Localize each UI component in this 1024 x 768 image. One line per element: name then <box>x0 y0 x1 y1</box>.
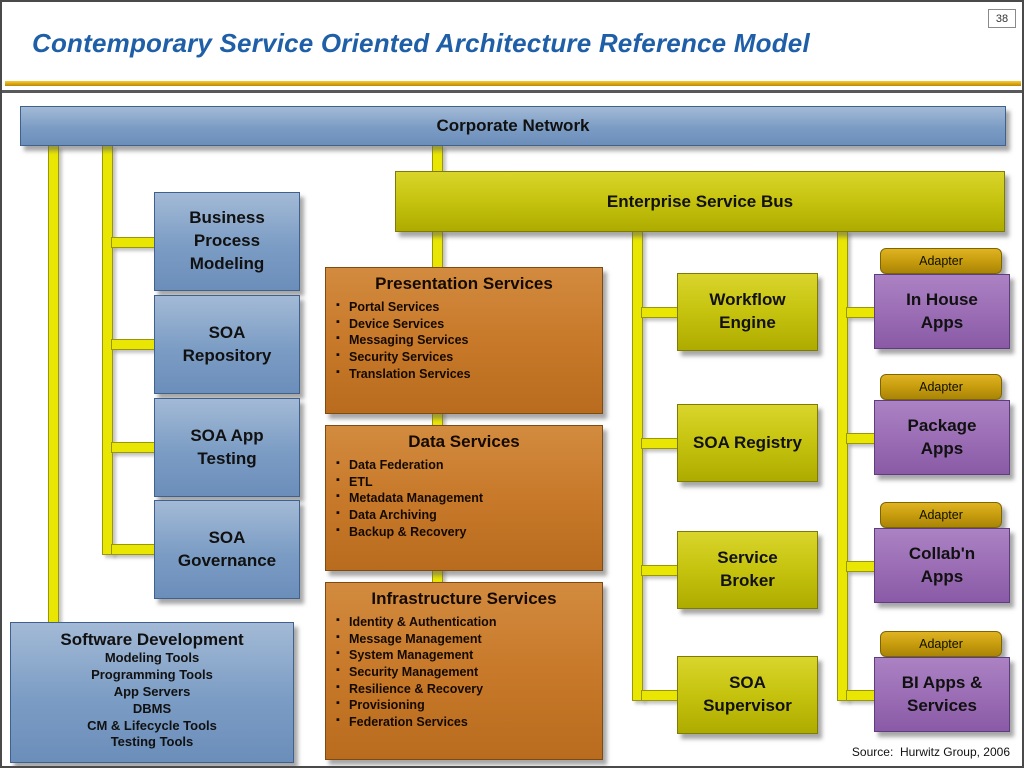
connector-corporate-to-software-dev <box>48 145 59 623</box>
service-item: Federation Services <box>336 713 594 731</box>
software-development-item: CM & Lifecycle Tools <box>87 717 217 733</box>
software-development-item: Testing Tools <box>110 734 194 750</box>
connector-tools-stub-1 <box>111 237 155 248</box>
connector-tools-stub-3 <box>111 442 155 453</box>
box-software-development: Software Development Modeling Tools Prog… <box>10 622 294 763</box>
service-item: ETL <box>336 473 594 491</box>
box-soa-app-testing: SOA App Testing <box>154 398 300 497</box>
software-development-item: Modeling Tools <box>104 650 200 665</box>
title-rule-gold <box>5 81 1021 86</box>
adapter-tab: Adapter <box>880 374 1002 400</box>
service-item: Backup & Recovery <box>336 523 594 541</box>
software-development-item: App Servers <box>113 683 191 699</box>
connector-app-stub-3 <box>846 561 875 572</box>
data-services-title: Data Services <box>408 432 520 451</box>
service-item: Metadata Management <box>336 489 594 507</box>
title-rule-dark <box>2 90 1022 93</box>
box-bi-apps-services: BI Apps & Services <box>874 657 1010 732</box>
box-soa-supervisor: SOA Supervisor <box>677 656 818 734</box>
service-item: Data Archiving <box>336 506 594 524</box>
box-in-house-apps: In House Apps <box>874 274 1010 349</box>
connector-corporate-to-tools <box>102 145 113 555</box>
box-collabn-apps: Collab'n Apps <box>874 528 1010 603</box>
presentation-services-title: Presentation Services <box>375 274 553 293</box>
connector-corporate-to-esb <box>432 145 443 173</box>
slide-title: Contemporary Service Oriented Architectu… <box>32 28 810 58</box>
connector-app-stub-4 <box>846 690 875 701</box>
service-item: Device Services <box>336 315 594 333</box>
software-development-item: Programming Tools <box>91 666 213 682</box>
connector-esb-to-components <box>632 230 643 701</box>
service-item: Identity & Authentication <box>336 613 594 631</box>
adapter-tab: Adapter <box>880 502 1002 528</box>
adapter-tab: Adapter <box>880 631 1002 657</box>
box-soa-governance: SOA Governance <box>154 500 300 599</box>
box-workflow-engine: Workflow Engine <box>677 273 818 351</box>
service-item: Portal Services <box>336 298 594 316</box>
connector-app-stub-2 <box>846 433 875 444</box>
connector-esb-to-apps <box>837 230 848 701</box>
software-development-item: DBMS <box>132 700 172 716</box>
service-item: Message Management <box>336 630 594 648</box>
enterprise-service-bus-bar: Enterprise Service Bus <box>395 171 1005 232</box>
software-development-title: Software Development <box>60 630 244 649</box>
corporate-network-bar: Corporate Network <box>20 106 1006 146</box>
page-number: 38 <box>988 9 1016 28</box>
source-credit: Source: Hurwitz Group, 2006 <box>851 745 1010 759</box>
connector-component-stub-2 <box>641 438 678 449</box>
box-data-services: Data Services Data Federation ETL Metada… <box>325 425 603 571</box>
service-item: System Management <box>336 646 594 664</box>
box-soa-repository: SOA Repository <box>154 295 300 394</box>
connector-component-stub-3 <box>641 565 678 576</box>
box-package-apps: Package Apps <box>874 400 1010 475</box>
adapter-tab: Adapter <box>880 248 1002 274</box>
connector-component-stub-1 <box>641 307 678 318</box>
box-service-broker: Service Broker <box>677 531 818 609</box>
service-item: Messaging Services <box>336 331 594 349</box>
service-item: Translation Services <box>336 365 594 383</box>
connector-tools-stub-4 <box>111 544 155 555</box>
box-presentation-services: Presentation Services Portal Services De… <box>325 267 603 414</box>
service-item: Security Management <box>336 663 594 681</box>
box-infrastructure-services: Infrastructure Services Identity & Authe… <box>325 582 603 760</box>
connector-app-stub-1 <box>846 307 875 318</box>
service-item: Data Federation <box>336 456 594 474</box>
connector-component-stub-4 <box>641 690 678 701</box>
infrastructure-services-title: Infrastructure Services <box>371 589 557 608</box>
service-item: Provisioning <box>336 696 594 714</box>
service-item: Security Services <box>336 348 594 366</box>
box-business-process-modeling: Business Process Modeling <box>154 192 300 291</box>
service-item: Resilience & Recovery <box>336 680 594 698</box>
connector-tools-stub-2 <box>111 339 155 350</box>
box-soa-registry: SOA Registry <box>677 404 818 482</box>
